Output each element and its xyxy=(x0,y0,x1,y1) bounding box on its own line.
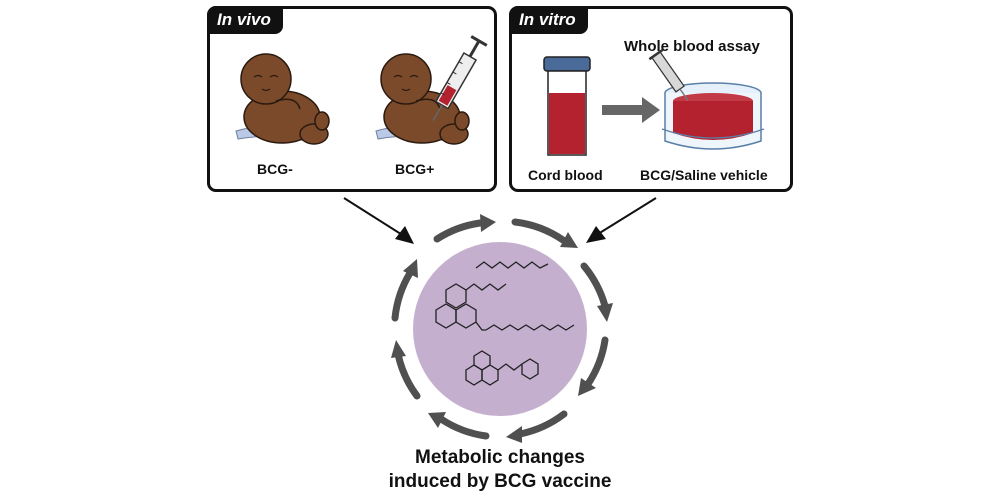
bcg-positive-label: BCG+ xyxy=(395,161,435,177)
cycle-arrow-right-lower xyxy=(584,336,609,388)
infant-bcg-negative-icon xyxy=(235,53,330,145)
lipid-chain-icon xyxy=(475,261,575,331)
cord-blood-tube-icon xyxy=(543,56,591,156)
cord-blood-label: Cord blood xyxy=(528,167,603,183)
whole-blood-assay-title: Whole blood assay xyxy=(624,38,760,55)
cycle-arrow-left-lower xyxy=(394,350,421,400)
bcg-negative-label: BCG- xyxy=(257,161,293,177)
cycle-arrow-head-8-icon xyxy=(403,259,418,278)
cycle-arrows xyxy=(391,214,613,443)
cycle-arrow-head-6-icon xyxy=(428,412,446,428)
arrow-from-in-vitro xyxy=(597,197,657,235)
cycle-arrow-head-5-icon xyxy=(506,426,522,443)
in-vivo-tab: In vivo xyxy=(207,6,283,34)
syringe-icon xyxy=(432,35,488,121)
caption-line-2: induced by BCG vaccine xyxy=(388,471,612,492)
arrow-from-in-vivo xyxy=(343,197,405,237)
arrow-head-left-icon xyxy=(395,226,414,244)
cycle-arrow-right-upper xyxy=(580,262,609,310)
blood-well-icon xyxy=(661,82,765,150)
cycle-arrow-head-4-icon xyxy=(578,378,596,396)
in-vivo-panel: In vivo xyxy=(207,6,497,192)
cycle-arrow-head-1-icon xyxy=(480,214,496,232)
cycle-arrow-top-right xyxy=(511,218,567,244)
caption-line-1: Metabolic changes xyxy=(415,447,585,468)
assay-illustration xyxy=(543,48,765,156)
cycle-arrow-left-upper xyxy=(391,269,414,322)
cycle-arrow-head-2-icon xyxy=(560,232,578,248)
right-arrow-icon xyxy=(602,97,660,123)
infants-illustration xyxy=(235,35,488,145)
cycle-arrow-head-7-icon xyxy=(391,340,406,358)
arrow-head-right-icon xyxy=(586,226,606,243)
cycle-arrow-head-3-icon xyxy=(597,303,613,322)
bcg-saline-label: BCG/Saline vehicle xyxy=(640,167,768,183)
cycle-arrow-bottom-right xyxy=(516,410,568,438)
in-vitro-panel: In vitro Whole blood assay Cord blood BC… xyxy=(509,6,793,192)
cycle-arrow-top-left xyxy=(433,219,484,243)
pipette-icon xyxy=(648,48,689,101)
molecule-structure-icon xyxy=(435,283,507,331)
cycle-arrow-bottom-left xyxy=(437,415,490,440)
molecule-structure-2-icon xyxy=(465,350,539,386)
diagram-caption: Metabolic changes induced by BCG vaccine xyxy=(350,446,650,494)
in-vitro-tab: In vitro xyxy=(509,6,588,34)
